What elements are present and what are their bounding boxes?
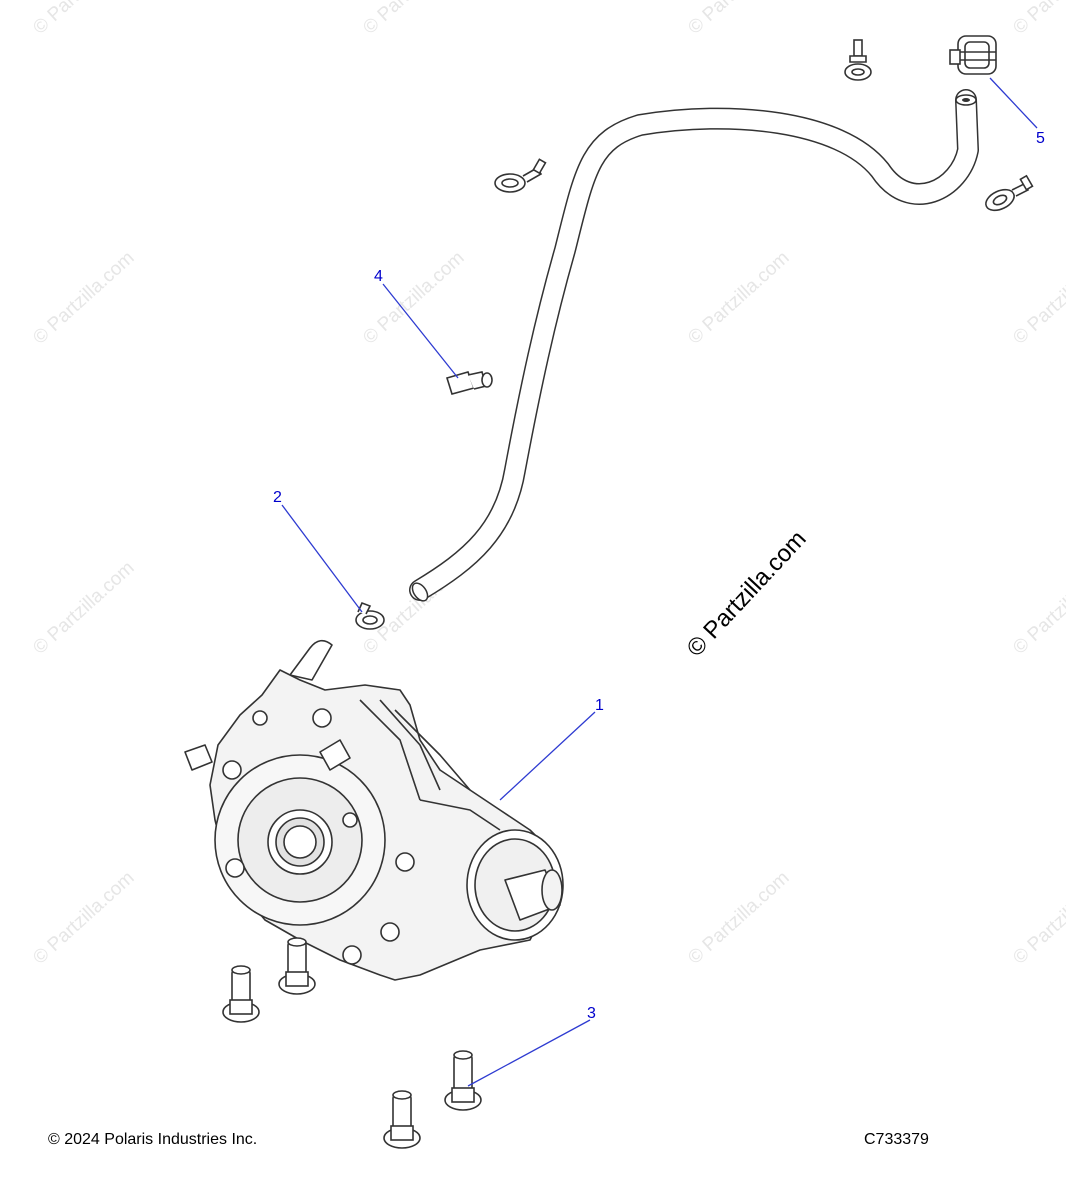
hose-clip-upper-left <box>494 158 547 193</box>
hose-clamp-part-2 <box>355 601 385 630</box>
watermark-text: © Partzilla.com <box>1009 557 1066 658</box>
flange-bolt <box>278 937 316 995</box>
callout-number: 3 <box>587 1005 596 1022</box>
watermark-text: © Partzilla.com <box>684 867 793 968</box>
watermark-text: © Partzilla.com <box>29 247 138 348</box>
watermark-text: © Partzilla.com <box>684 0 793 39</box>
vent-hose <box>409 89 979 602</box>
copyright-notice: © 2024 Polaris Industries Inc. <box>48 1131 258 1148</box>
callout-leaders <box>281 77 1038 1087</box>
watermark-text: © Partzilla.com <box>359 0 468 39</box>
callout-number: 1 <box>595 697 604 714</box>
watermark-text: © Partzilla.com <box>1009 867 1066 968</box>
watermark-text: © Partzilla.com <box>1009 0 1066 39</box>
watermark-text: © Partzilla.com <box>1009 247 1066 348</box>
watermark-text: © Partzilla.com <box>29 557 138 658</box>
drawing-id: C733379 <box>864 1131 929 1148</box>
flange-bolts <box>222 937 482 1149</box>
hose-clip-top-center <box>844 39 872 81</box>
callout-number: 4 <box>374 268 383 285</box>
watermark-text: © Partzilla.com <box>29 0 138 39</box>
flange-bolt <box>222 965 260 1023</box>
callout-number: 5 <box>1036 130 1045 147</box>
hose-clip-right <box>985 174 1034 212</box>
flange-bolt <box>383 1090 421 1149</box>
main-watermark: © Partzilla.com <box>682 525 812 662</box>
watermark-layer: © Partzilla.com © Partzilla.com © Partzi… <box>29 0 1066 969</box>
watermark-text: © Partzilla.com <box>684 247 793 348</box>
vent-valve <box>949 35 997 75</box>
callout-number: 2 <box>273 489 282 506</box>
callout-labels: 1 2 3 4 5 <box>273 130 1045 1022</box>
watermark-text: © Partzilla.com <box>29 867 138 968</box>
hose-clip-part-4 <box>445 371 493 395</box>
watermark-text: © Partzilla.com <box>359 247 468 348</box>
gearcase <box>184 639 564 981</box>
flange-bolt <box>444 1050 482 1111</box>
